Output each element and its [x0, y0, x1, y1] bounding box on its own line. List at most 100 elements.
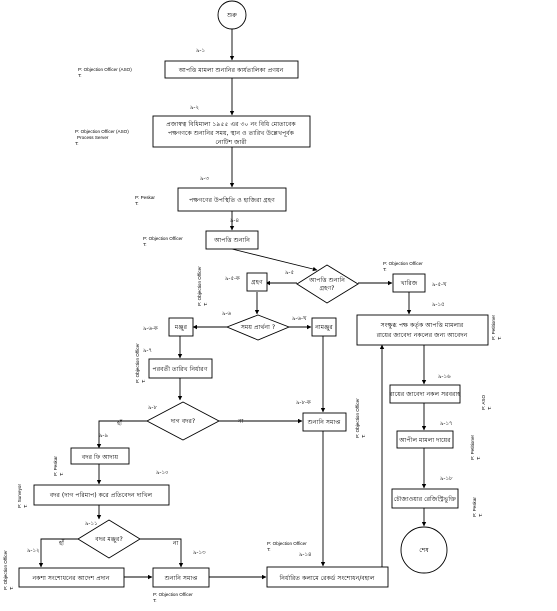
step-number: ৯-৮ — [148, 405, 157, 411]
decision-6: সময় প্রার্থনা ? — [225, 314, 291, 341]
step-number: ৯-১৩ — [193, 550, 206, 556]
step-number: ৯-১১ — [85, 521, 97, 527]
role-annotation: P: Peskar — [53, 456, 58, 476]
node-5k-label: গ্রহণ — [251, 279, 263, 286]
role-annotation: T: — [75, 141, 79, 146]
step-number: ৯-৬-খ — [292, 316, 307, 322]
node-13: শুনানি সমাপ্ত — [152, 567, 210, 588]
step-number: ৯-১৭ — [440, 421, 452, 427]
step-number: ৯-৬-ক — [143, 326, 158, 332]
node-1-label: আপত্তি মামলা শুনানির কার্যতালিকা প্রণয়ন — [178, 67, 284, 74]
node-9-label: বদর ফি আদায় — [81, 454, 119, 461]
role-annotation: P: Objection Officer (ASO) — [78, 67, 132, 72]
step-number: ৯-১৬ — [438, 374, 451, 380]
node-2-label-line3: নোটিশ জারী — [215, 138, 247, 146]
step-number: ৯-৫-খ — [432, 282, 447, 288]
edge-label-no: না — [237, 418, 244, 425]
edge-14-15 — [379, 344, 388, 578]
step-number: ৯-৭ — [143, 348, 152, 354]
node-13-label: শুনানি সমাপ্ত — [164, 575, 199, 582]
node-2-label-line1: প্রজাস্বত্ব বিধিমালা ১৯৫৫ এর ৩০ নং বিধি … — [166, 121, 296, 128]
role-annotation: P: Petitioner — [491, 315, 496, 340]
role-annotation: P: Objection Officer — [3, 550, 8, 590]
node-9: বদর ফি আদায় — [70, 447, 130, 465]
role-annotation: P: Objection Officer — [143, 236, 183, 241]
role-annotation: P: Peskar — [135, 195, 155, 200]
edge-4-5 — [231, 248, 318, 272]
role-annotation: T: — [478, 513, 483, 517]
role-annotation: T: — [497, 336, 502, 340]
decision-8: দাগ বদর? — [146, 401, 220, 441]
edge-label-yes: হাঁ — [58, 539, 65, 547]
step-number: ৯-১৪ — [299, 552, 311, 558]
role-annotation: P: Objection Officer — [153, 592, 193, 597]
role-annotation: T: — [135, 201, 139, 206]
role-annotation: P: ASO — [481, 395, 486, 410]
node-5kh-label: খারিজ — [401, 280, 418, 287]
node-5k: গ্রহণ — [246, 272, 268, 292]
step-number: ৯-৩ — [200, 176, 209, 182]
node-14-label: নির্ধারিত কলামে রেকর্ড সংশোধন/বহাল — [279, 575, 375, 582]
decision-5: আপত্তি শুনানি গ্রহণ? — [296, 264, 359, 304]
decision-11: বদর মঞ্জুর? — [77, 519, 141, 559]
step-number: ৯-৪ — [230, 218, 239, 224]
role-annotation: T: — [59, 472, 64, 476]
edge-11-13 — [140, 538, 184, 568]
node-16: রায়ের জাবেদা নকল সরবরাহ — [389, 384, 461, 404]
step-number: ৯-৯ — [99, 433, 108, 439]
edge-label-yes: হাঁ — [116, 419, 123, 427]
role-annotation: T: — [141, 379, 146, 383]
node-14: নির্ধারিত কলামে রেকর্ড সংশোধন/বহাল — [266, 566, 389, 588]
decision-5-label-line2: গ্রহণ? — [320, 285, 335, 292]
node-4: আপত্তি শুনানি — [205, 230, 259, 250]
role-annotation: T: — [153, 598, 157, 603]
node-3-label: পক্ষগণের উপস্থিতি ও হাজিরা গ্রহণ — [189, 196, 275, 204]
role-annotation: T: — [203, 302, 208, 306]
node-4-label: আপত্তি শুনানি — [213, 237, 250, 244]
step-number: ৯-১২ — [27, 548, 39, 554]
node-6k: মঞ্জুর — [168, 317, 194, 337]
node-start: শুরু — [217, 0, 247, 30]
role-annotation: T: — [383, 267, 387, 272]
role-annotation: P: Objection Officer — [383, 261, 423, 266]
role-annotation: T: — [23, 504, 28, 508]
node-15: সংক্ষুব্ধ পক্ষ কর্তৃক আপত্তি মামলার রায়… — [356, 314, 489, 346]
node-end: শেষ — [400, 526, 448, 574]
role-annotation: P: Objection Officer — [267, 541, 307, 546]
node-2-label-line2: পক্ষগণকে শুনানির সময়, স্থান ও তারিখ উল্… — [168, 129, 295, 137]
role-annotation: P: Objection Officer — [135, 343, 140, 383]
role-annotation: T: — [476, 456, 481, 460]
role-annotation: T: — [9, 586, 14, 590]
node-18: চৌজাওয়ার রেজিস্ট্রিভুক্তি — [391, 488, 459, 509]
node-8k-label: শুনানি সমাপ্ত — [307, 419, 342, 426]
step-number: ৯-১৫ — [432, 302, 444, 308]
node-2: প্রজাস্বত্ব বিধিমালা ১৯৫৫ এর ৩০ নং বিধি … — [152, 115, 311, 148]
node-17: আপীল মামলা দায়ের — [396, 430, 454, 449]
node-17-label: আপীল মামলা দায়ের — [398, 436, 451, 444]
edge-labels: হাঁ না হাঁ না — [58, 418, 244, 547]
node-18-label: চৌজাওয়ার রেজিস্ট্রিভুক্তি — [394, 496, 456, 503]
node-1: আপত্তি মামলা শুনানির কার্যতালিকা প্রণয়ন — [164, 60, 299, 79]
node-10-label: বদর (দাগ পরিমাপ) করে প্রতিবেদন দাখিল — [49, 492, 153, 499]
role-annotation: P: Peskar — [472, 497, 477, 517]
step-number: ৯-৫ — [285, 270, 294, 276]
node-6k-label: মঞ্জুর — [174, 324, 188, 331]
node-12-label: নকশা সংশোধনের আদেশ প্রদান — [31, 575, 109, 582]
step-number: ৯-১৮ — [440, 476, 453, 482]
node-7-label: পরবর্তী তারিখ নির্ধারণ — [153, 365, 208, 373]
role-annotation: P: Objection Officer (ASO) — [75, 129, 129, 134]
role-annotation: Process Server — [77, 135, 109, 140]
role-annotation: P: Surveyor — [17, 484, 22, 508]
node-start-label: শুরু — [226, 12, 237, 19]
role-annotation: P: Objection Officer — [197, 266, 202, 306]
step-number: ৯-১ — [196, 48, 205, 54]
node-10: বদর (দাগ পরিমাপ) করে প্রতিবেদন দাখিল — [33, 484, 170, 506]
node-5kh: খারিজ — [392, 273, 426, 293]
step-number: ৯-৮-ক — [296, 400, 311, 406]
role-annotation: P: Objection Officer — [355, 398, 360, 438]
node-6kh: নামঞ্জুর — [311, 317, 337, 337]
step-number: ৯-১০ — [156, 470, 168, 476]
edge-label-no: না — [172, 540, 179, 547]
